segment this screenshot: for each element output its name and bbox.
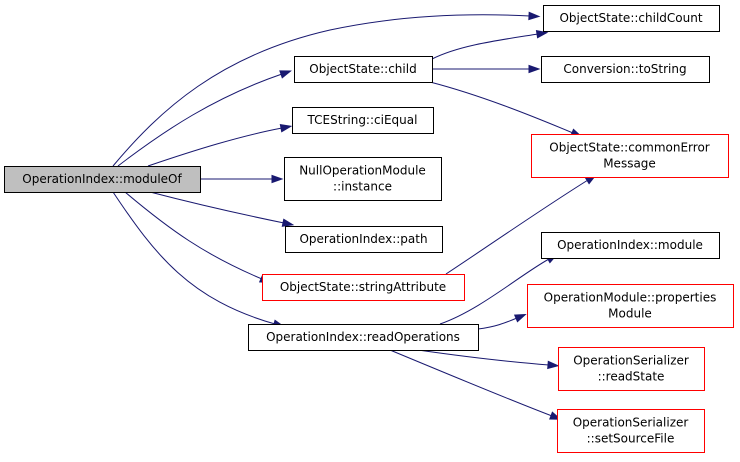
node-label: ObjectState::child [309,62,416,76]
nodes-layer: OperationIndex::moduleOf ObjectState::chi… [4,5,734,453]
arrowhead [547,360,560,370]
edge-root-to-readOps [112,191,286,328]
node-label: ObjectState::childCount [559,11,702,25]
arrowhead [528,11,541,21]
edge-line [429,81,574,134]
edge-root-to-nullInstance [200,174,284,184]
edge-root-to-stringAttr [124,191,272,284]
node-label: Message [603,157,656,171]
node-childCount[interactable]: ObjectState::childCount [543,5,720,32]
arrowhead [279,70,292,79]
node-label: OperationSerializer [573,354,689,368]
node-label: OperationIndex::moduleOf [22,172,182,186]
node-readOps[interactable]: OperationIndex::readOperations [248,324,479,351]
node-label: OperationModule::properties [544,291,717,305]
node-label: OperationSerializer [573,416,689,430]
node-label: ObjectState::stringAttribute [280,280,446,294]
node-box[interactable] [541,232,720,259]
arrowhead [528,64,541,74]
edge-line [149,191,285,224]
node-stringAttr[interactable]: ObjectState::stringAttribute [262,274,465,301]
node-box[interactable] [292,107,434,134]
node-toString[interactable]: Conversion::toString [541,56,710,83]
arrowhead [279,124,293,133]
edge-child-to-toString [432,64,541,74]
node-child[interactable]: ObjectState::child [294,56,433,83]
edge-readOps-to-setSource [389,349,562,420]
node-label: TCEString::ciEqual [307,113,418,127]
node-label: Conversion::toString [563,62,686,76]
edge-root-to-path [149,191,295,227]
edge-stringAttr-to-commonError [445,174,597,275]
edge-line [439,258,550,325]
edge-root-to-child [117,70,292,167]
node-label: OperationIndex::path [299,232,427,246]
arrowhead [535,29,549,39]
edge-line [112,14,531,167]
node-box[interactable] [4,166,201,193]
arrowhead [281,218,295,227]
edge-line [445,179,589,275]
node-label: Module [608,307,652,321]
arrowhead [513,313,527,323]
edge-child-to-childCount [431,29,549,60]
edge-line [431,33,539,60]
node-readState[interactable]: OperationSerializer::readState [558,347,705,391]
arrowhead [271,174,284,184]
node-box[interactable] [543,5,720,32]
edge-line [477,317,518,330]
node-box[interactable] [248,324,479,351]
node-box[interactable] [527,284,734,328]
edge-line [389,349,553,417]
edge-child-to-commonError [429,81,583,138]
edge-line [124,191,263,280]
edge-line [417,349,550,366]
node-root[interactable]: OperationIndex::moduleOf [4,166,201,193]
edge-line [112,191,276,325]
edge-line [117,73,283,167]
node-label: NullOperationModule [299,164,426,178]
node-path[interactable]: OperationIndex::path [285,226,443,253]
node-box[interactable] [541,56,710,83]
node-box[interactable] [284,157,442,201]
edge-root-to-ciEqual [147,124,293,167]
node-box[interactable] [294,56,433,83]
node-nullInstance[interactable]: NullOperationModule::instance [284,157,442,201]
edge-readOps-to-readState [417,349,560,370]
node-box[interactable] [262,274,465,301]
node-box[interactable] [557,409,705,453]
node-label: ObjectState::commonError [549,141,710,155]
node-setSource[interactable]: OperationSerializer::setSourceFile [557,409,705,453]
node-label: ::instance [333,180,392,194]
node-label: ::readState [598,370,665,384]
node-label: OperationIndex::readOperations [266,330,460,344]
node-box[interactable] [531,134,729,178]
node-ciEqual[interactable]: TCEString::ciEqual [292,107,434,134]
node-module[interactable]: OperationIndex::module [541,232,720,259]
node-label: ::setSourceFile [587,432,675,446]
edge-line [147,127,283,167]
node-box[interactable] [558,347,705,391]
edge-root-to-childCount [112,11,541,167]
node-label: OperationIndex::module [557,238,703,252]
node-box[interactable] [285,226,443,253]
edge-readOps-to-propsModule [477,313,527,330]
